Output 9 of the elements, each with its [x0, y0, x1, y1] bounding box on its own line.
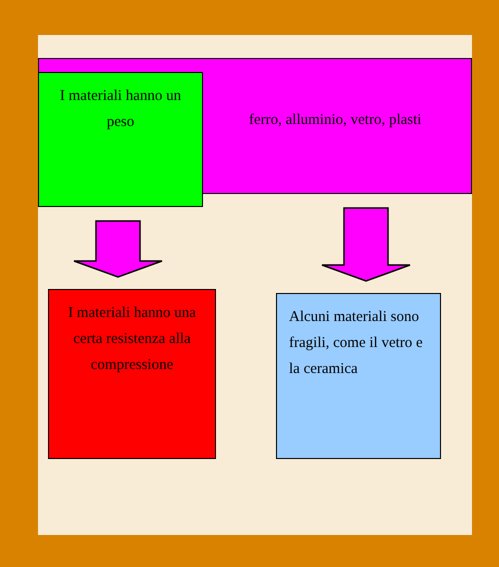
box-text: I materiali hanno una certa resistenza alla compressione [67, 304, 197, 375]
block-arrow [73, 220, 163, 278]
box-text: ferro, alluminio, vetro, plasti [249, 111, 422, 130]
block-arrow [321, 207, 411, 282]
process-box [276, 293, 441, 459]
box-text: I materiali hanno un peso [58, 87, 182, 132]
process-box [38, 72, 203, 207]
process-box [48, 289, 216, 459]
box-text: Alcuni materiali sono fragili, come il vetro e la ceramica [289, 308, 424, 379]
